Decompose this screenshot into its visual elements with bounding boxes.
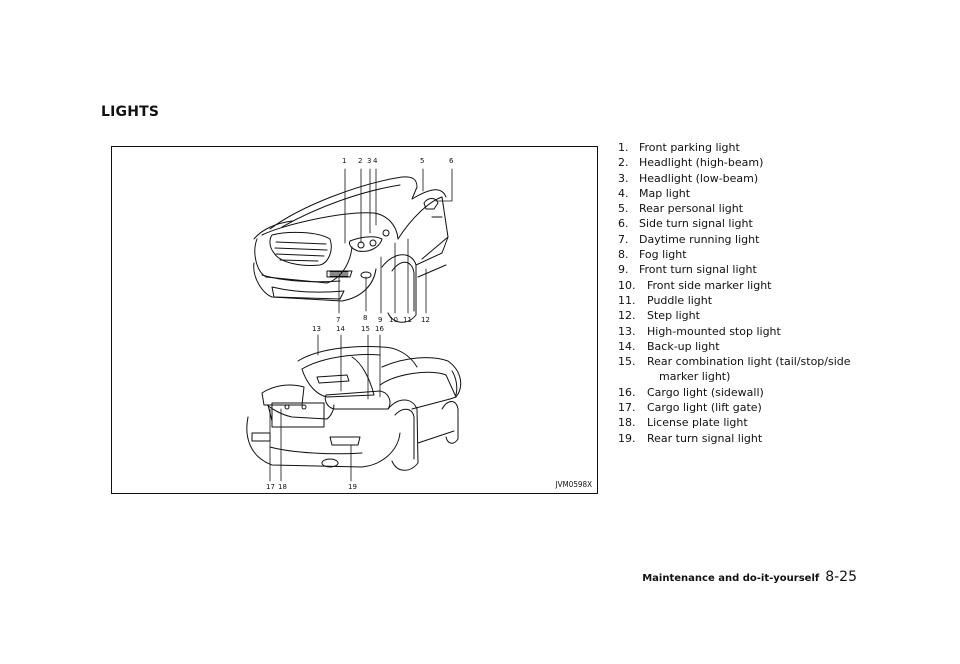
legend-item: 2. Headlight (high-beam) (618, 155, 879, 170)
legend-text: Side turn signal light (639, 217, 753, 231)
callout-number: 18 (278, 483, 287, 491)
legend-text: Fog light (639, 248, 687, 262)
legend-number: 9. (618, 263, 629, 277)
legend-text: Front parking light (639, 141, 740, 154)
legend-item: 15. Rear combination light (tail/stop/sid… (618, 354, 887, 369)
callout-number: 7 (336, 316, 340, 324)
legend-text: Puddle light (647, 293, 713, 307)
legend-item: 16. Cargo light (sidewall) (618, 385, 887, 400)
callout-number: 17 (266, 483, 275, 491)
section-title: LIGHTS (101, 104, 160, 120)
legend-item: 13. High-mounted stop light (618, 324, 887, 339)
page-number: 8-25 (825, 569, 857, 585)
legend-item: 12. Step light (618, 308, 887, 323)
callout-number: 1 (342, 157, 346, 165)
legend-number: 18. (618, 416, 636, 430)
legend-item: 18. License plate light (618, 415, 887, 430)
callout-number: 3 (367, 157, 371, 165)
callout-number: 15 (361, 325, 370, 333)
legend-item: 8. Fog light (618, 247, 879, 262)
lights-legend: 1. Front parking light 2. Headlight (high-… (618, 140, 887, 446)
legend-text: Daytime running light (639, 232, 760, 246)
legend-text: Cargo light (sidewall) (647, 385, 764, 399)
legend-text: Back-up light (647, 339, 720, 353)
figure-code: JVM0598X (555, 480, 593, 489)
callout-number: 8 (363, 314, 367, 322)
legend-number: 7. (618, 232, 629, 246)
front-car-drawing (253, 176, 449, 323)
legend-item-continuation: marker light) (618, 369, 887, 384)
callout-number: 11 (403, 316, 412, 324)
callout-number: 10 (389, 316, 398, 324)
callout-numbers: 1 2 3 4 5 6 7 8 9 10 11 12 13 14 15 16 1… (266, 157, 454, 491)
legend-item: 19. Rear turn signal light (618, 431, 887, 446)
callout-number: 6 (449, 157, 454, 165)
legend-text: Rear personal light (639, 202, 744, 216)
callout-number: 16 (375, 325, 384, 333)
legend-number: 10. (618, 278, 636, 292)
callout-number: 19 (348, 483, 357, 491)
legend-item: 5. Rear personal light (618, 201, 879, 216)
footer-section-title: Maintenance and do-it-yourself (642, 573, 820, 584)
legend-item: 14. Back-up light (618, 339, 887, 354)
legend-item: 7. Daytime running light (618, 232, 879, 247)
legend-text: Cargo light (lift gate) (647, 401, 762, 415)
legend-text: High-mounted stop light (647, 324, 781, 338)
legend-number: 1. (618, 141, 629, 154)
legend-text: marker light) (659, 370, 731, 384)
page-footer: Maintenance and do-it-yourself 8-25 (637, 566, 857, 585)
legend-item: 1. Front parking light (618, 140, 879, 155)
legend-number: 8. (618, 248, 629, 262)
legend-text: Front turn signal light (639, 263, 757, 277)
legend-number: 5. (618, 202, 629, 216)
legend-number: 19. (618, 431, 636, 445)
callout-number: 5 (420, 157, 424, 165)
legend-number: 6. (618, 217, 629, 231)
legend-number: 4. (618, 186, 629, 200)
callout-number: 2 (358, 157, 362, 165)
legend-text: Headlight (high-beam) (639, 156, 764, 170)
legend-item: 4. Map light (618, 186, 879, 201)
legend-number: 17. (618, 401, 636, 415)
legend-text: Step light (647, 309, 700, 323)
legend-text: License plate light (647, 416, 748, 430)
callout-number: 9 (378, 316, 382, 324)
legend-number: 11. (618, 293, 636, 307)
car-lights-figure: 1 2 3 4 5 6 7 8 9 10 11 12 13 14 15 16 1… (111, 146, 598, 494)
legend-text: Map light (639, 186, 691, 200)
legend-number: 16. (618, 385, 636, 399)
legend-text: Headlight (low-beam) (639, 171, 759, 185)
legend-number: 15. (618, 355, 636, 369)
callout-number: 4 (373, 157, 378, 165)
legend-number: 3. (618, 171, 629, 185)
legend-number: 13. (618, 324, 636, 338)
legend-item: 9. Front turn signal light (618, 262, 879, 277)
callout-number: 12 (421, 316, 430, 324)
callout-number: 14 (336, 325, 345, 333)
legend-item: 3. Headlight (low-beam) (618, 171, 879, 186)
legend-number: 12. (618, 309, 636, 323)
legend-number: 14. (618, 339, 636, 353)
legend-number: 2. (618, 156, 629, 170)
legend-item: 10. Front side marker light (618, 278, 887, 293)
callout-number: 13 (312, 325, 321, 333)
car-illustration: 1 2 3 4 5 6 7 8 9 10 11 12 13 14 15 16 1… (246, 157, 462, 491)
legend-text: Front side marker light (647, 278, 772, 292)
legend-text: Rear combination light (tail/stop/side (647, 355, 851, 369)
legend-text: Rear turn signal light (647, 431, 763, 445)
legend-item: 17. Cargo light (lift gate) (618, 400, 887, 415)
legend-item: 11. Puddle light (618, 293, 887, 308)
legend-item: 6. Side turn signal light (618, 216, 879, 231)
rear-car-drawing (246, 346, 462, 471)
